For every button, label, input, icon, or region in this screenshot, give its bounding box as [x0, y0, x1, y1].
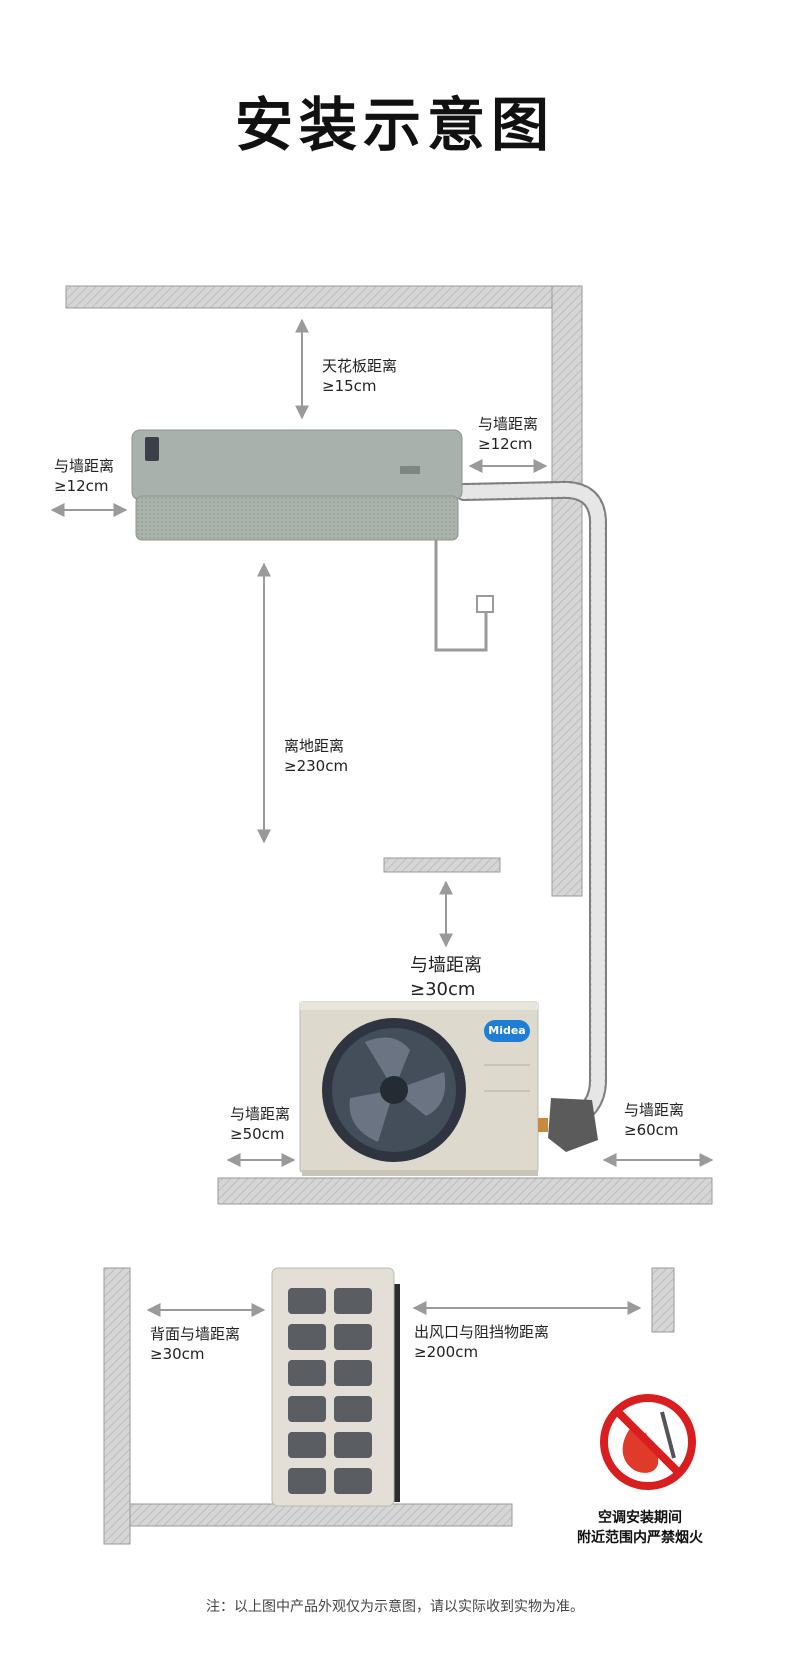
power-socket-icon [476, 595, 494, 613]
label-floor: 离地距离≥230cm [284, 737, 349, 775]
indoor-unit [131, 429, 463, 541]
warning-text: 空调安装期间附近范围内严禁烟火 [577, 1510, 703, 1546]
label-outdoor-left: 与墙距离≥50cm [230, 1105, 291, 1143]
right-wall [551, 285, 583, 897]
side-left-wall [103, 1267, 131, 1545]
outdoor-unit-side [271, 1267, 400, 1507]
ceiling-wall [65, 285, 583, 309]
label-side-back: 背面与墙距离≥30cm [150, 1325, 241, 1363]
page-title: 安装示意图 [234, 91, 555, 159]
side-obstacle [651, 1267, 675, 1333]
footnote: 注：以上图中产品外观仅为示意图，请以实际收到实物为准。 [206, 1599, 584, 1615]
no-fire-icon [600, 1394, 696, 1490]
ground-slab [217, 1177, 713, 1205]
ledge [383, 857, 501, 873]
label-indoor-right: 与墙距离≥12cm [478, 415, 539, 453]
indoor-display-panel [145, 437, 159, 461]
label-ceiling: 天花板距离≥15cm [322, 357, 398, 395]
refrigerant-pipe [455, 480, 607, 1152]
midea-logo: Midea [488, 1024, 526, 1037]
outdoor-unit [299, 1001, 548, 1176]
drain-line [434, 538, 494, 652]
midea-logo-badge [484, 1020, 530, 1042]
label-indoor-left: 与墙距离≥12cm [54, 457, 115, 495]
label-side-outlet: 出风口与阻挡物距离≥200cm [414, 1323, 550, 1361]
label-outdoor-top: 与墙距离≥30cm [410, 955, 482, 1000]
label-outdoor-right: 与墙距离≥60cm [624, 1101, 685, 1139]
side-floor [129, 1503, 513, 1527]
